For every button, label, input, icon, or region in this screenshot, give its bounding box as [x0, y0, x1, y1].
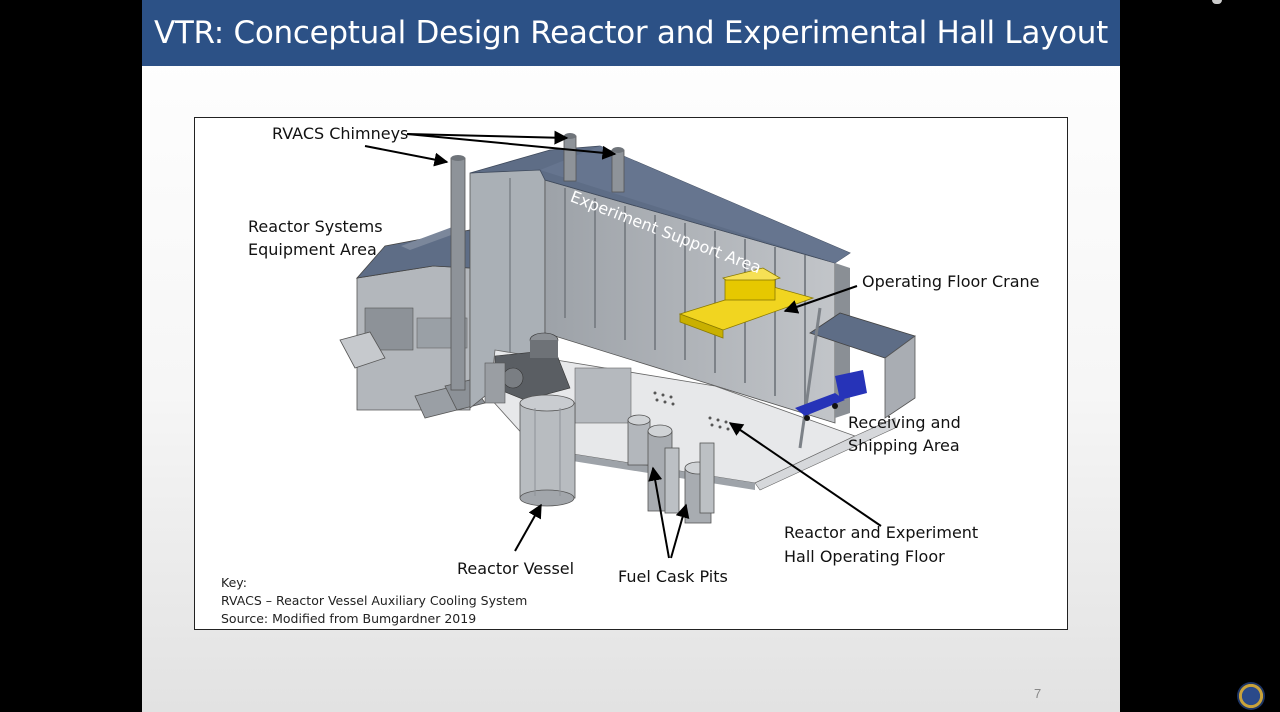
label-receiving-line2: Shipping Area [848, 436, 960, 455]
reactor-layout-figure: RVACS Chimneys Reactor Systems Equipment… [194, 117, 1068, 630]
reactor-building-drawing [339, 130, 916, 559]
slide: VTR: Conceptual Design Reactor and Exper… [142, 0, 1120, 712]
doe-seal-icon [1237, 682, 1265, 710]
reactor-head-equipment [484, 332, 571, 404]
label-operating-floor-crane: Operating Floor Crane [862, 272, 1040, 291]
label-reactor-systems-line2: Equipment Area [248, 240, 377, 259]
label-reactor-systems-line1: Reactor Systems [248, 217, 383, 236]
key-heading: Key: [221, 575, 247, 590]
reactor-vessel [519, 394, 576, 507]
corner-indicator [1212, 0, 1222, 4]
title-bar: VTR: Conceptual Design Reactor and Exper… [142, 0, 1120, 66]
key-source: Source: Modified from Bumgardner 2019 [221, 611, 477, 626]
slide-title: VTR: Conceptual Design Reactor and Exper… [153, 15, 1109, 51]
truck-icon [795, 370, 867, 421]
annotation-arrows [364, 130, 882, 559]
label-hall-floor-line2: Hall Operating Floor [784, 547, 945, 566]
page-number: 7 [1034, 686, 1042, 701]
label-receiving-line1: Receiving and [848, 413, 961, 432]
label-fuel-cask-pits: Fuel Cask Pits [618, 567, 728, 586]
label-reactor-vessel: Reactor Vessel [457, 559, 575, 578]
key-rvacs-definition: RVACS – Reactor Vessel Auxiliary Cooling… [221, 593, 528, 608]
label-hall-floor-line1: Reactor and Experiment [784, 523, 979, 542]
label-rvacs-chimneys: RVACS Chimneys [272, 124, 409, 143]
operating-floor-crane [678, 267, 815, 339]
receiving-shipping-area [754, 307, 916, 491]
figure-key: Key: RVACS – Reactor Vessel Auxiliary Co… [221, 574, 527, 628]
